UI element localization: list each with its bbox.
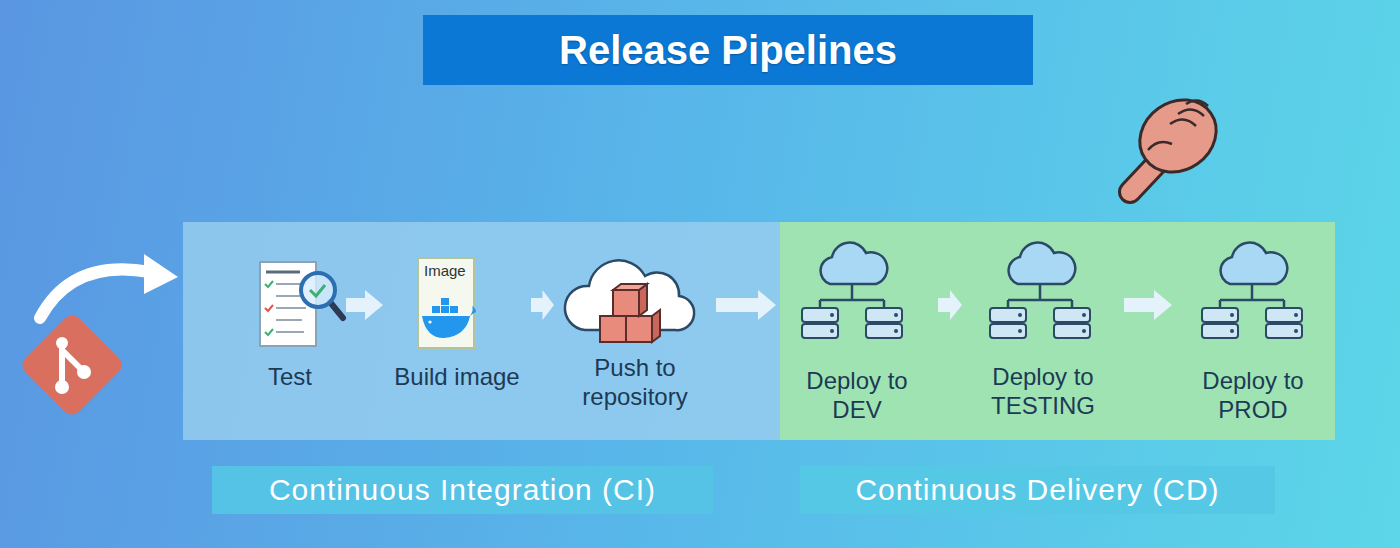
flow-arrow [346,290,383,320]
pipeline-step: Deploy to DEV [782,250,932,425]
band-heading: Continuous Delivery (CD) [800,466,1275,514]
deploy-cloud-icon [1202,243,1302,338]
stage-band: Continuous Delivery (CD)Deploy to DEVDep… [780,222,1335,440]
stage-band: Continuous Integration (CI)TestBuild ima… [183,222,780,440]
step-label: Push to repository [565,353,705,412]
flow-arrow [531,290,554,320]
step-label: Test [268,362,312,391]
pipeline-step: Test [240,250,340,391]
pipeline-step: Deploy to PROD [1178,250,1328,425]
cd-label-box [800,466,1275,514]
deploy-cloud-icon [990,243,1090,338]
pointing-hand [1126,85,1231,192]
ci-label-box [212,466,713,514]
repository-cloud-icon [565,260,694,342]
band-heading: Continuous Integration (CI) [212,466,713,514]
title-banner: Release Pipelines [423,15,1033,85]
step-label: Deploy to DEV [787,366,927,425]
deploy-cloud-icon [802,243,902,338]
flow-arrow [1124,290,1172,320]
ci-band [183,222,780,440]
cd-band [780,222,1335,440]
step-label: Deploy to TESTING [973,362,1113,421]
step-label: Build image [394,362,519,391]
pipeline-step: Deploy to TESTING [968,250,1118,421]
test-icon [260,262,343,346]
pipeline-step: Push to repository [560,250,710,412]
flow-arrow [716,290,776,320]
step-label: Deploy to PROD [1183,366,1323,425]
flow-arrow [938,290,962,320]
docker-image-icon [418,258,476,348]
icon-caption: Image [424,262,466,279]
commit-arrow [40,254,178,318]
git-logo [18,311,125,418]
